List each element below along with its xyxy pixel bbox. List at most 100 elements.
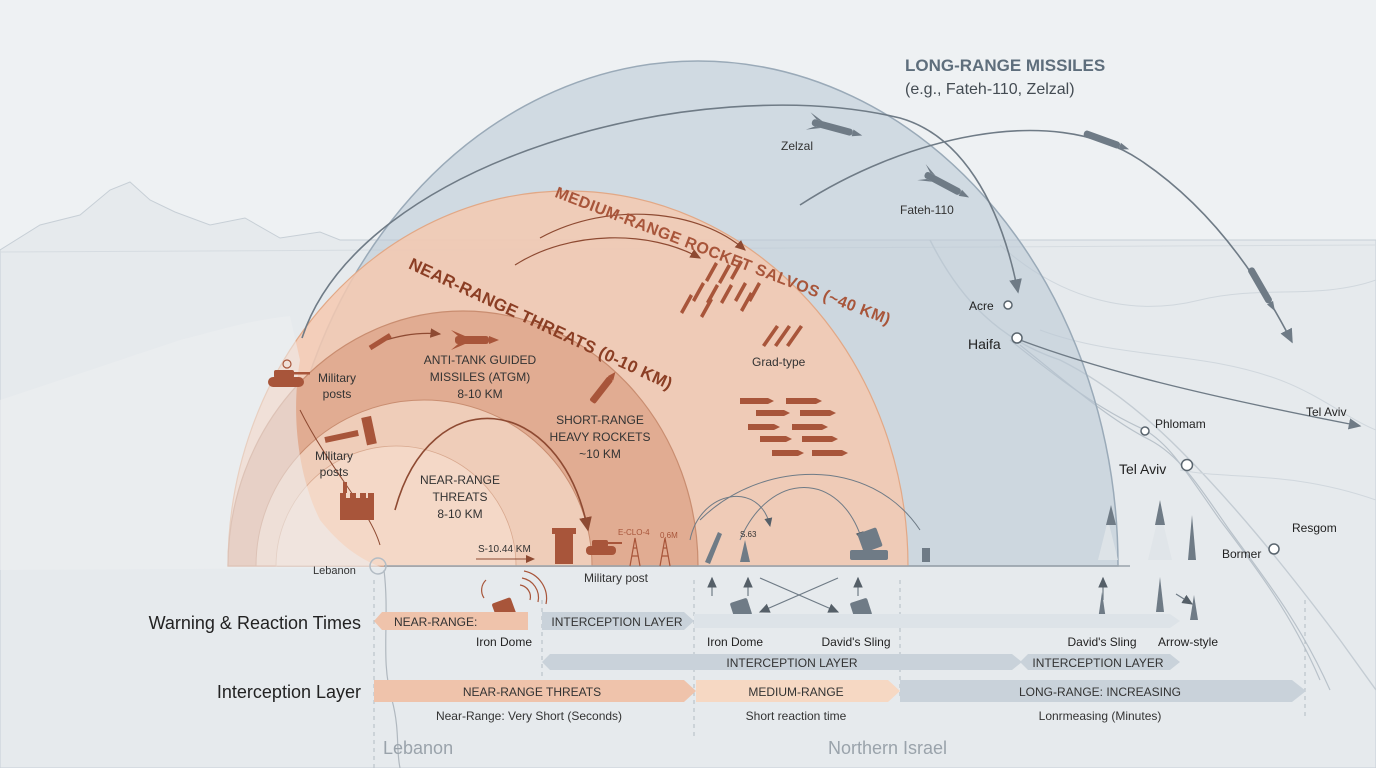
davids-sling-label-2: David's Sling — [1068, 635, 1137, 649]
grad-label: Grad-type — [752, 355, 806, 369]
horizontal-rocket-icons — [740, 398, 848, 456]
svg-text:THREATS: THREATS — [432, 490, 487, 504]
svg-text:NEAR-RANGE: NEAR-RANGE — [420, 473, 500, 487]
nrt-trajectory — [299, 409, 381, 546]
antenna-tower-icon — [629, 537, 641, 567]
svg-text:posts: posts — [320, 465, 349, 479]
svg-text:Military: Military — [315, 449, 353, 463]
long-range-title: LONG-RANGE MISSILES — [905, 56, 1105, 75]
sub-long-text: Lonrmeasing (Minutes) — [1039, 709, 1162, 723]
iron-dome-label-1: Iron Dome — [476, 635, 532, 649]
bottom-near-text: NEAR-RANGE THREATS — [463, 685, 601, 699]
sub-medium-text: Short reaction time — [746, 709, 847, 723]
d-6m-label: 0.6M — [660, 531, 678, 540]
atgm-label: ANTI-TANK GUIDED MISSILES (ATGM) 8-10 KM — [424, 353, 537, 401]
phlomam-marker — [1140, 426, 1150, 436]
mid-interception-text-2: INTERCEPTION LAYER — [1032, 656, 1163, 670]
fateh-missile-icon — [917, 164, 970, 198]
watchtower-icon — [552, 528, 576, 564]
warning-near-band — [374, 612, 528, 630]
acre-marker — [1003, 300, 1013, 310]
arrow-interceptor-icons — [1098, 500, 1198, 620]
bottom-medium-band — [696, 680, 900, 702]
long-range-trajectory — [301, 104, 1022, 339]
mid-interception-band-1 — [542, 654, 1022, 670]
svg-text:MISSILES (ATGM): MISSILES (ATGM) — [430, 370, 530, 384]
tank-icon — [268, 359, 310, 387]
bottom-medium-text: MEDIUM-RANGE — [748, 685, 843, 699]
srhr-trajectory — [394, 417, 592, 532]
lebanon-region-label: Lebanon — [383, 738, 453, 758]
tel-aviv-trajectory — [1019, 339, 1362, 430]
ground-defense-icons — [705, 527, 930, 564]
svg-text:~10 KM: ~10 KM — [579, 447, 621, 461]
warning-interception-text: INTERCEPTION LAYER — [551, 615, 682, 629]
phlomam-label: Phlomam — [1155, 417, 1206, 431]
long-range-trajectory-far — [799, 129, 1293, 344]
arrow-style-label: Arrow-style — [1158, 635, 1218, 649]
iron-dome-label-2: Iron Dome — [707, 635, 763, 649]
bormer-marker — [1268, 543, 1280, 555]
svg-text:posts: posts — [323, 387, 352, 401]
fateh-label: Fateh-110 — [900, 203, 954, 217]
svg-text:ANTI-TANK GUIDED: ANTI-TANK GUIDED — [424, 353, 537, 367]
tel-aviv-label: Tel Aviv — [1119, 461, 1166, 477]
zelzal-label: Zelzal — [781, 139, 813, 153]
distance-label: S-10.44 KM — [478, 544, 531, 555]
zelzal-missile-icon — [805, 112, 863, 137]
military-post-tank-icon — [586, 540, 622, 555]
svg-text:Military: Military — [318, 371, 356, 385]
heavy-rocket-icon — [590, 372, 616, 404]
e-clo-label: E-CLO-4 — [618, 528, 650, 537]
defense-cross-arrows — [707, 576, 1194, 613]
davids-sling-label-1: David's Sling — [822, 635, 891, 649]
military-post-label: Military post — [584, 571, 649, 585]
s-63-label: S.63 — [740, 530, 757, 539]
radar-waves-icon — [481, 570, 548, 605]
warning-interception-band — [542, 612, 694, 630]
svg-text:8-10 KM: 8-10 KM — [437, 507, 482, 521]
antenna-tower-icon-2 — [659, 537, 671, 567]
tel-aviv-arrow-label: Tel Aviv — [1306, 405, 1346, 419]
warning-long-band — [694, 614, 1180, 628]
svg-text:HEAVY ROCKETS: HEAVY ROCKETS — [550, 430, 651, 444]
long-range-subtitle: (e.g., Fateh-110, Zelzal) — [905, 81, 1075, 98]
srhr-label: SHORT-RANGE HEAVY ROCKETS ~10 KM — [550, 413, 651, 461]
far-missile-icon — [1083, 130, 1130, 150]
bottom-long-text: LONG-RANGE: INCREASING — [1019, 685, 1181, 699]
military-posts-label-2: Military posts — [315, 449, 353, 479]
svg-text:SHORT-RANGE: SHORT-RANGE — [556, 413, 644, 427]
svg-text:8-10 KM: 8-10 KM — [457, 387, 502, 401]
medium-rocket-trajectory-1 — [514, 237, 702, 266]
bottom-long-band — [900, 680, 1306, 702]
sub-near-text: Near-Range: Very Short (Seconds) — [436, 709, 622, 723]
haifa-marker — [1011, 332, 1023, 344]
mid-interception-band-2 — [1020, 654, 1180, 670]
launcher-icon — [368, 333, 392, 351]
haifa-label: Haifa — [968, 336, 1001, 352]
bottom-near-band — [374, 680, 696, 702]
interception-row-title: Interception Layer — [217, 682, 361, 702]
bormer-label: Bormer — [1222, 547, 1261, 561]
nrt-label: NEAR-RANGE THREATS 8-10 KM — [420, 473, 500, 521]
warning-row-title: Warning & Reaction Times — [149, 613, 361, 633]
military-posts-label-1: Military posts — [318, 371, 356, 401]
lebanon-marker — [369, 557, 387, 575]
mid-interception-text-1: INTERCEPTION LAYER — [726, 656, 857, 670]
northern-israel-region-label: Northern Israel — [828, 738, 947, 758]
acre-label: Acre — [969, 299, 994, 313]
resgom-label: Resgom — [1292, 521, 1337, 535]
tel-aviv-marker — [1180, 458, 1194, 472]
interceptor-arcs — [689, 473, 921, 541]
rocket-salvo-icons — [680, 260, 761, 318]
lebanon-point-label: Lebanon — [313, 565, 356, 577]
fortification-icon — [340, 482, 374, 520]
atgm-missile-icon — [451, 330, 499, 350]
warning-near-text: NEAR-RANGE: — [394, 615, 477, 629]
city-markers — [369, 300, 1280, 575]
descending-missile-icon — [1248, 267, 1275, 312]
medium-rocket-trajectory-2 — [539, 213, 746, 251]
launcher-post-icon — [324, 415, 377, 446]
